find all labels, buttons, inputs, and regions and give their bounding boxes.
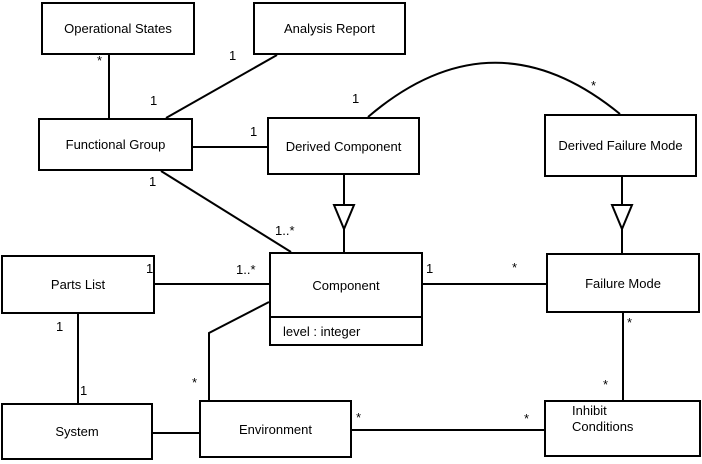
multiplicity-label: 1 — [150, 93, 158, 108]
class-label: Environment — [239, 421, 312, 437]
class-derived-component: Derived Component — [267, 117, 420, 175]
class-environment: Environment — [199, 400, 352, 458]
edge-analysis-report-functional-group — [165, 54, 278, 119]
multiplicity-label: 1..* — [236, 262, 256, 277]
class-analysis-report: Analysis Report — [253, 2, 406, 55]
edge-functional-group-component — [160, 170, 292, 253]
class-label: System — [55, 424, 99, 439]
class-label: Derived Failure Mode — [558, 138, 683, 153]
multiplicity-label: * — [524, 411, 530, 426]
class-label: Parts List — [50, 277, 106, 292]
class-derived-failure-mode: Derived Failure Mode — [544, 114, 697, 177]
multiplicity-label: * — [603, 377, 609, 392]
multiplicity-label: 1 — [80, 383, 88, 398]
class-label: Operational States — [64, 21, 172, 36]
multiplicity-label: 1 — [352, 91, 360, 106]
class-label: Functional Group — [65, 137, 166, 152]
multiplicity-label: 1 — [229, 48, 237, 63]
class-label: Failure Mode — [585, 275, 661, 291]
multiplicity-label: 1..* — [275, 223, 295, 238]
multiplicity-label: * — [512, 260, 518, 275]
multiplicity-label: * — [627, 315, 633, 330]
class-label: Component — [312, 277, 380, 293]
class-label: Analysis Report — [283, 21, 376, 36]
class-attribute: level : integer — [271, 316, 421, 344]
multiplicity-label: * — [591, 78, 597, 93]
class-label: Derived Component — [285, 138, 402, 154]
class-functional-group: Functional Group — [38, 118, 193, 171]
multiplicity-label: 1 — [149, 174, 157, 189]
class-operational-states: Operational States — [41, 2, 195, 55]
class-parts-list: Parts List — [1, 255, 155, 314]
class-failure-mode: Failure Mode — [546, 253, 700, 313]
class-component: Component level : integer — [269, 252, 423, 346]
multiplicity-label: 1 — [56, 319, 64, 334]
edge-component-environment — [208, 301, 270, 400]
multiplicity-label: 1 — [426, 261, 434, 276]
class-system: System — [1, 403, 153, 460]
class-inhibit-conditions: Inhibit Conditions — [544, 400, 701, 457]
multiplicity-label: * — [356, 410, 362, 425]
multiplicity-label: * — [97, 53, 103, 68]
generalization-triangle-icon — [332, 204, 356, 232]
edge-derived-component-derived-failure-mode-arc — [367, 61, 621, 118]
multiplicity-label: 1 — [146, 261, 154, 276]
generalization-triangle-icon — [610, 204, 634, 232]
multiplicity-label: 1 — [250, 124, 258, 139]
multiplicity-label: * — [192, 375, 198, 390]
